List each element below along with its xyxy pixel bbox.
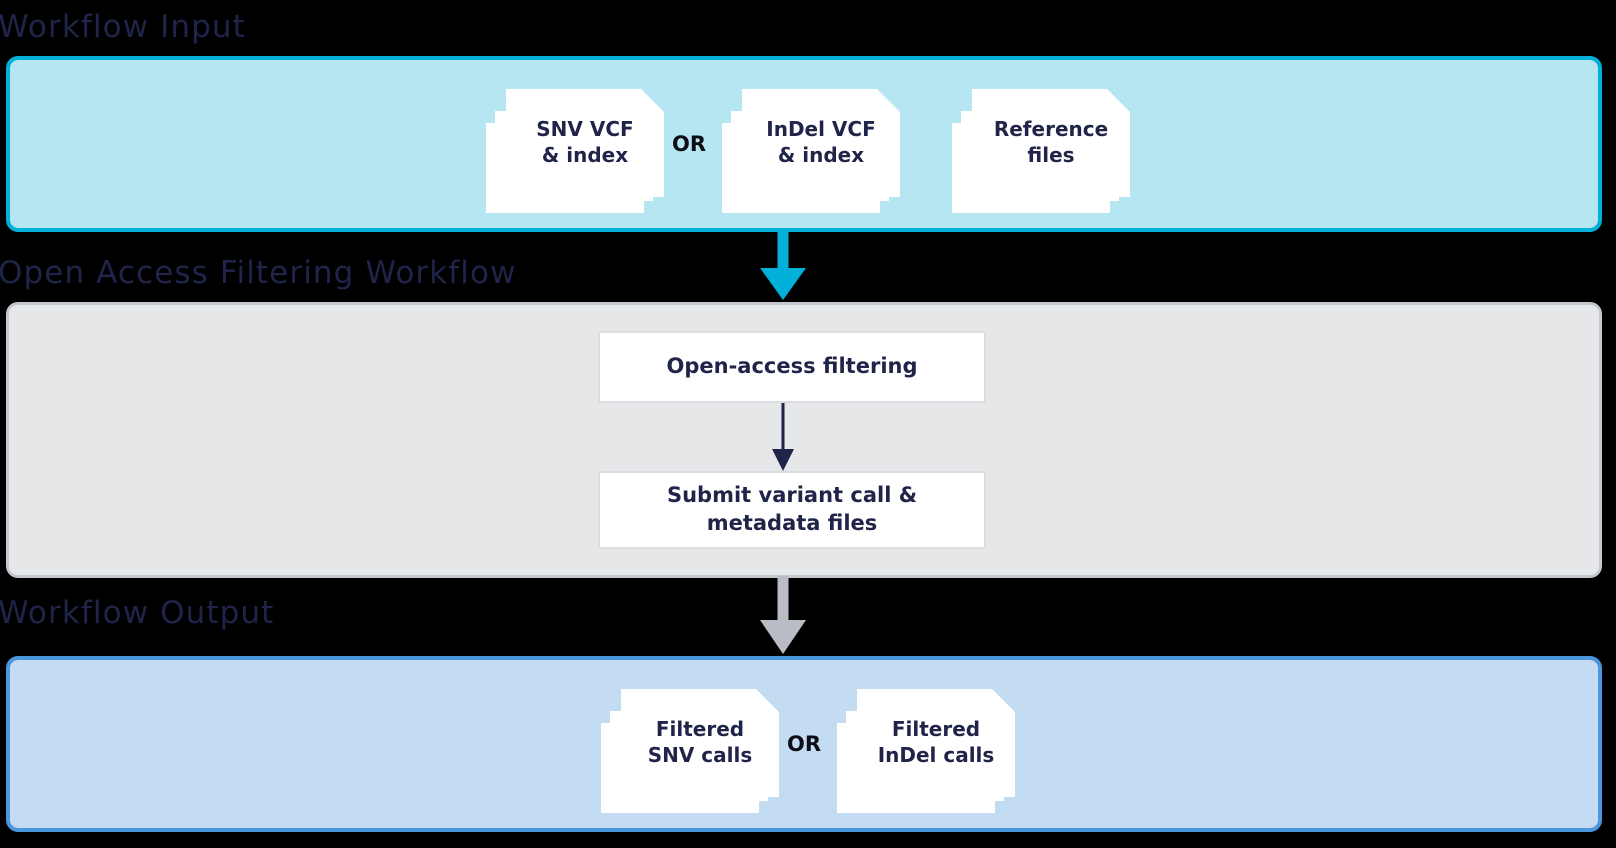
arrow-filter-to-submit (769, 403, 797, 471)
file-sheet-front: Filtered SNV calls (621, 689, 779, 797)
file-card-line1: Filtered (891, 717, 981, 742)
file-card-line2: & index (541, 143, 629, 167)
arrow-shaft (781, 403, 785, 455)
arrow-head (760, 620, 806, 654)
file-card-label: Filtered SNV calls (640, 717, 761, 768)
panel-workflow-output: Filtered SNV calls OR Filtered InDel cal… (6, 656, 1602, 832)
file-card-label: SNV VCF & index (528, 117, 641, 168)
file-sheet-front: InDel VCF & index (742, 89, 900, 197)
arrow-input-to-workflow (760, 228, 806, 300)
file-sheet-front: Reference files (972, 89, 1130, 197)
output-card-row: Filtered SNV calls OR Filtered InDel cal… (10, 660, 1598, 828)
file-card-snv-vcf[interactable]: SNV VCF & index (485, 89, 656, 213)
file-card-filtered-indel-calls[interactable]: Filtered InDel calls (837, 689, 1007, 813)
arrow-shaft (777, 576, 789, 628)
file-card-filtered-snv-calls[interactable]: Filtered SNV calls (600, 689, 771, 813)
file-card-line2: SNV calls (647, 743, 753, 767)
process-box-submit-variant-call[interactable]: Submit variant call & metadata files (598, 471, 986, 549)
separator-or-input: OR (671, 132, 707, 156)
process-box-open-access-filtering[interactable]: Open-access filtering (598, 331, 986, 403)
file-card-line1: Reference (993, 117, 1109, 142)
arrow-head (760, 268, 806, 300)
arrow-head (772, 449, 794, 471)
process-box-line2: metadata files (706, 511, 878, 535)
file-card-line2: files (1027, 143, 1075, 167)
panel-workflow-input: SNV VCF & index OR InDel VCF & index (6, 56, 1602, 232)
process-box-label: Open-access filtering (666, 354, 918, 379)
file-card-label: Reference files (986, 117, 1116, 168)
file-sheet-front: SNV VCF & index (506, 89, 664, 197)
file-sheet-front: Filtered InDel calls (857, 689, 1015, 797)
file-card-line1: Filtered (655, 717, 745, 742)
file-card-label: InDel VCF & index (758, 117, 883, 168)
arrow-shaft (777, 228, 789, 276)
file-card-reference-files[interactable]: Reference files (952, 89, 1122, 213)
process-box-label: Submit variant call & metadata files (667, 482, 917, 537)
separator-or-output: OR (786, 732, 822, 756)
file-card-indel-vcf[interactable]: InDel VCF & index (722, 89, 892, 213)
file-card-label: Filtered InDel calls (870, 717, 1003, 768)
section-title-workflow-output: Workflow Output (0, 595, 275, 631)
input-card-row: SNV VCF & index OR InDel VCF & index (10, 60, 1598, 228)
process-box-line1: Submit variant call & (666, 483, 918, 508)
arrow-workflow-to-output (760, 576, 806, 656)
file-card-line1: InDel VCF (766, 117, 876, 142)
file-card-line2: & index (777, 143, 865, 167)
section-title-workflow-input: Workflow Input (0, 9, 246, 45)
file-card-line2: InDel calls (877, 743, 995, 767)
file-card-line1: SNV VCF (536, 117, 634, 142)
section-title-open-access-filtering-workflow: Open Access Filtering Workflow (0, 255, 517, 291)
